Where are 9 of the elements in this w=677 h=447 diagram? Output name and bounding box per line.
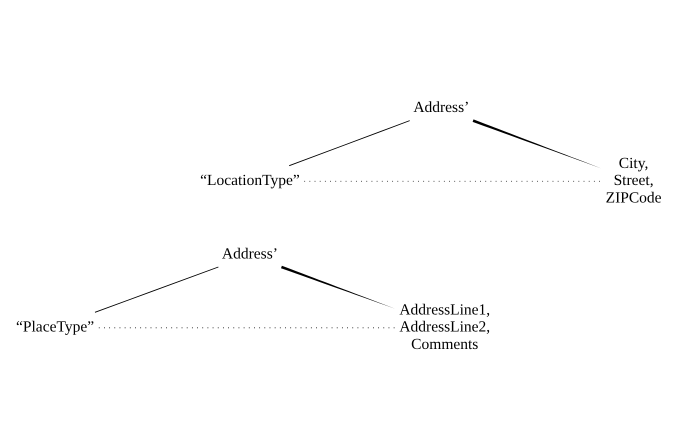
- node-text: “LocationType”: [200, 172, 300, 190]
- node-text: Address’: [222, 245, 278, 262]
- connector: [288, 120, 410, 166]
- node-text: AddressLine1, AddressLine2, Comments: [399, 301, 490, 353]
- node-text: Address’: [413, 98, 470, 116]
- connector: [94, 266, 219, 313]
- node-text: City, Street, ZIPCode: [606, 154, 662, 206]
- node-text: “PlaceType”: [16, 318, 94, 336]
- connector: [472, 119, 602, 168]
